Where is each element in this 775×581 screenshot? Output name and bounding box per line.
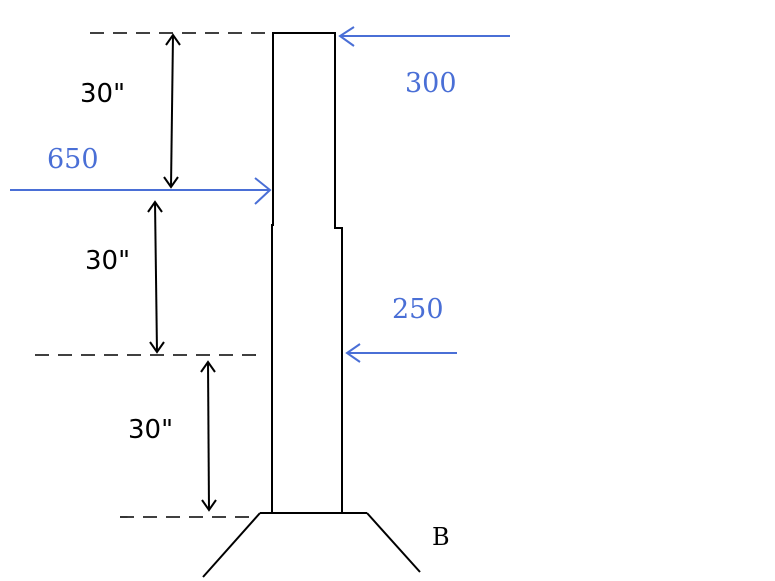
dimension-label-middle: 30" <box>85 246 130 276</box>
force-arrow-300 <box>338 26 510 47</box>
force-arrow-250 <box>345 343 457 363</box>
dimension-arrow-3 <box>200 360 217 512</box>
force-label-300: 300 <box>405 68 457 99</box>
force-label-250: 250 <box>392 294 444 325</box>
force-label-650: 650 <box>47 144 99 175</box>
footing <box>202 512 421 578</box>
column <box>271 32 343 513</box>
support-label-b: B <box>432 523 450 551</box>
dimension-label-top: 30" <box>80 79 125 109</box>
dimension-label-bottom: 30" <box>128 415 173 445</box>
force-arrow-650 <box>10 177 272 205</box>
dimension-arrow-2 <box>147 200 165 354</box>
dimension-arrow-1 <box>163 33 181 189</box>
